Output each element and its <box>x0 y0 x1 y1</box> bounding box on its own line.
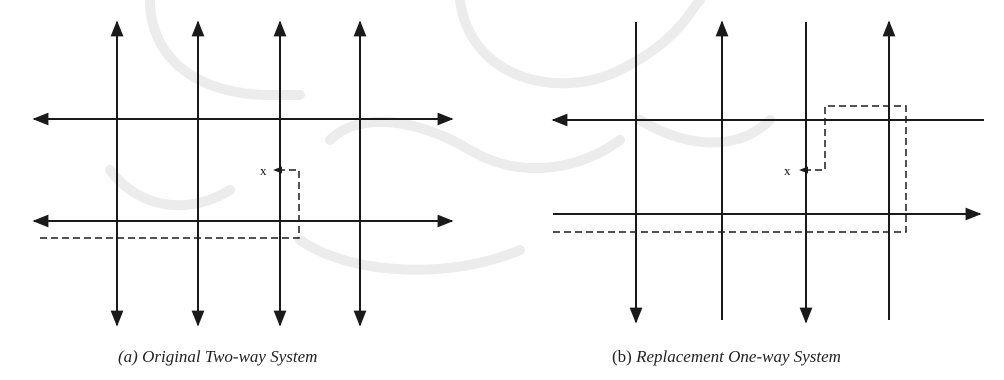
panel-a: x <box>32 20 454 327</box>
panel-a-caption: (a) Original Two-way System <box>118 347 317 367</box>
watermark-arc-left <box>145 0 305 100</box>
panel-b-route-path <box>553 105 907 233</box>
watermark-script-4 <box>635 115 775 148</box>
panel-a-caption-prefix: (a) <box>118 347 138 366</box>
watermark-arc-right <box>455 0 705 89</box>
panel-a-route-path <box>40 166 300 239</box>
panel-a-caption-text: Original Two-way System <box>142 347 318 366</box>
panel-b-caption: (b) Replacement One-way System <box>612 347 841 367</box>
panel-b-caption-prefix: (b) <box>612 347 632 366</box>
watermark-script-3 <box>295 235 525 275</box>
panel-b-destination-label: x <box>784 163 791 178</box>
panel-b-caption-text: Replacement One-way System <box>636 347 841 366</box>
panel-a-destination-label: x <box>260 163 267 178</box>
panel-b: x <box>551 20 984 324</box>
